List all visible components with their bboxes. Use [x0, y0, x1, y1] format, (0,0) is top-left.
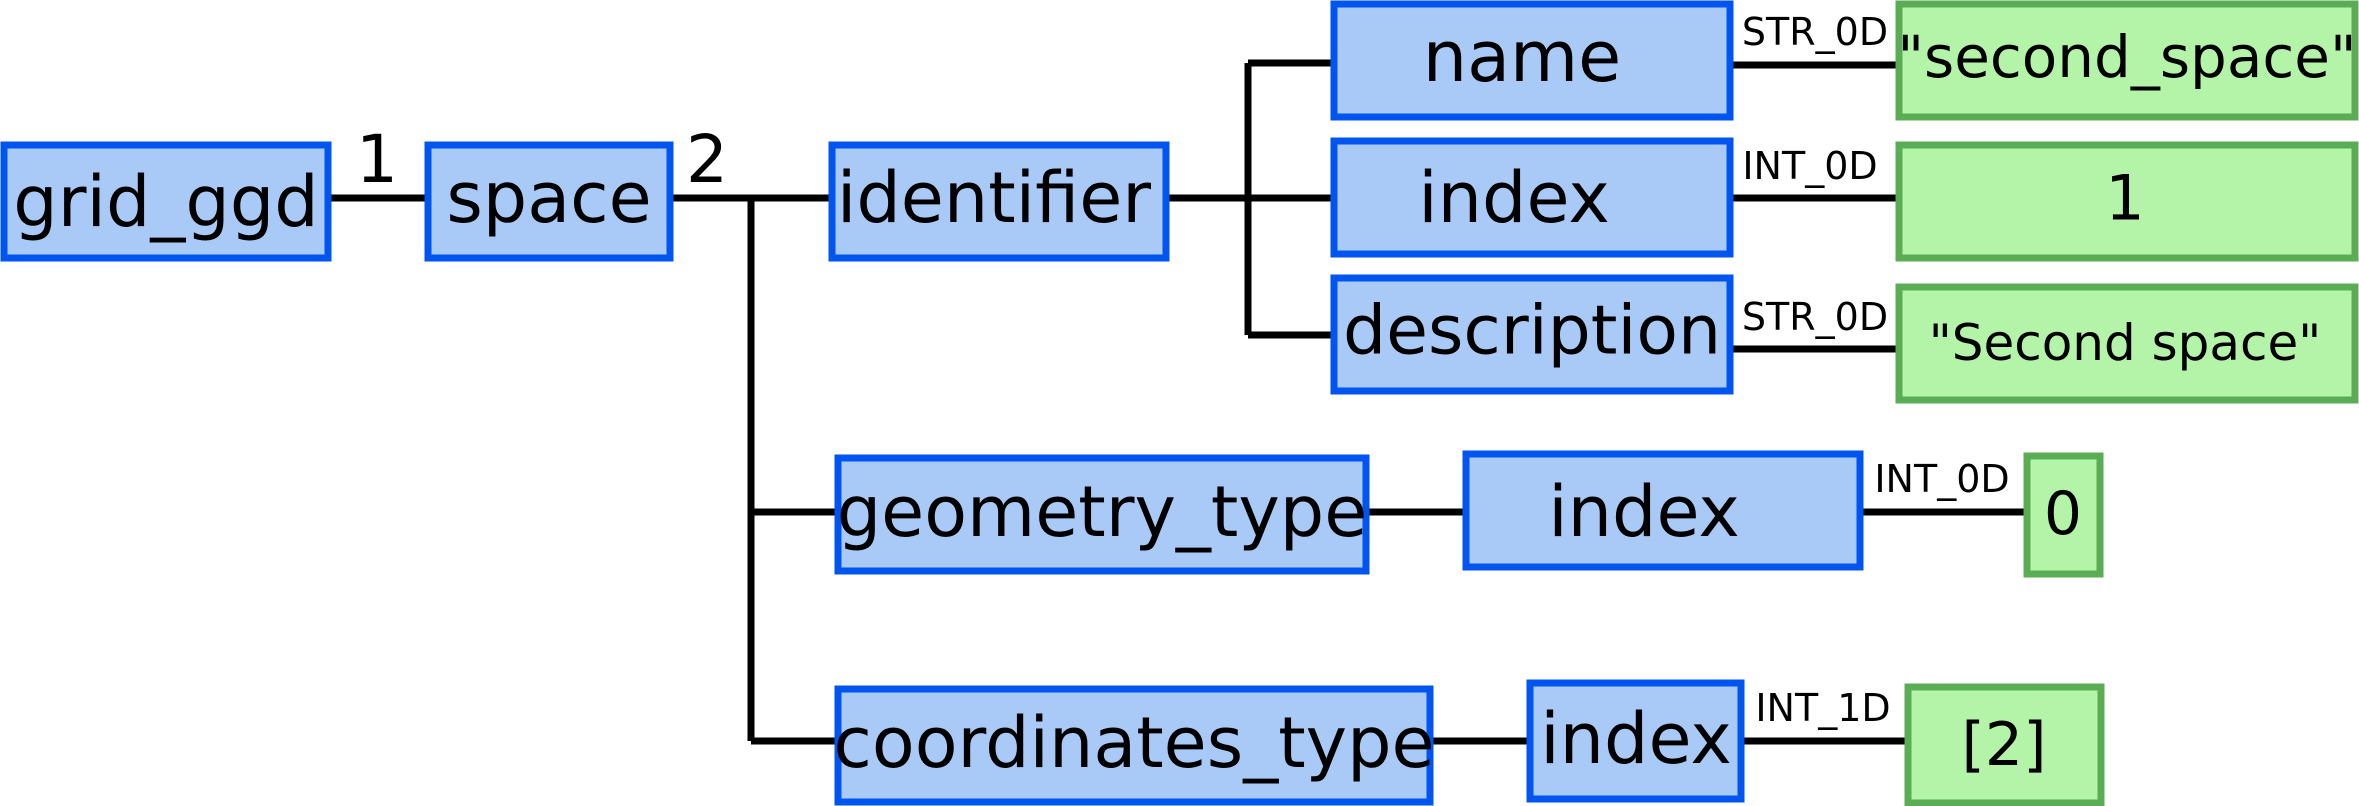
value-name[interactable]	[1895, 0, 2359, 121]
value-description-text: "Second space"	[1929, 314, 2322, 372]
multiplicity-space-children: 2	[686, 121, 728, 198]
value-geometry-index-text: 0	[2044, 479, 2082, 549]
node-grid-ggd-label: grid_ggd	[13, 161, 318, 243]
node-identifier[interactable]	[828, 141, 1170, 262]
node-coordinates-type-label: coordinates_type	[833, 702, 1434, 784]
connectors	[328, 59, 2027, 745]
multiplicity-grid-space: 1	[356, 121, 398, 198]
node-index-identifier[interactable]	[1330, 137, 1734, 258]
node-space-label: space	[446, 157, 651, 239]
value-index[interactable]	[1895, 141, 2359, 262]
structure-nodes: grid_ggd space identifier name index des…	[0, 0, 1864, 806]
node-description[interactable]	[1330, 274, 1734, 395]
type-label-index: INT_0D	[1742, 144, 1877, 188]
value-coordinates-index[interactable]	[1904, 683, 2105, 806]
type-label-coordinates-index: INT_1D	[1755, 686, 1890, 730]
value-geometry-index[interactable]	[2023, 452, 2104, 578]
type-label-description: STR_0D	[1742, 295, 1888, 339]
node-index-coordinates-label: index	[1540, 698, 1732, 780]
node-description-label: description	[1343, 292, 1721, 371]
type-label-geometry-index: INT_0D	[1874, 457, 2009, 501]
node-name[interactable]	[1330, 0, 1734, 121]
type-label-name: STR_0D	[1742, 10, 1888, 54]
node-identifier-label: identifier	[837, 157, 1151, 239]
value-index-text: 1	[2105, 162, 2144, 235]
node-index-coordinates[interactable]	[1526, 679, 1745, 803]
value-name-text: "second_space"	[1897, 23, 2356, 91]
value-coordinates-index-text: [2]	[1962, 710, 2047, 780]
value-description[interactable]	[1895, 283, 2359, 404]
node-coordinates-type[interactable]	[834, 685, 1434, 806]
node-geometry-type[interactable]	[834, 454, 1370, 575]
edge-labels: 1 2 STR_0D INT_0D STR_0D INT_0D INT_1D	[356, 10, 2010, 730]
node-geometry-type-label: geometry_type	[837, 471, 1368, 553]
value-nodes: "second_space" 1 "Second space" 0 [2]	[1895, 0, 2359, 806]
node-space[interactable]	[424, 141, 674, 262]
node-grid-ggd[interactable]	[0, 141, 332, 262]
node-index-geometry[interactable]	[1462, 450, 1864, 571]
node-index-identifier-label: index	[1418, 157, 1610, 239]
node-index-geometry-label: index	[1548, 471, 1740, 553]
node-name-label: name	[1423, 16, 1622, 98]
